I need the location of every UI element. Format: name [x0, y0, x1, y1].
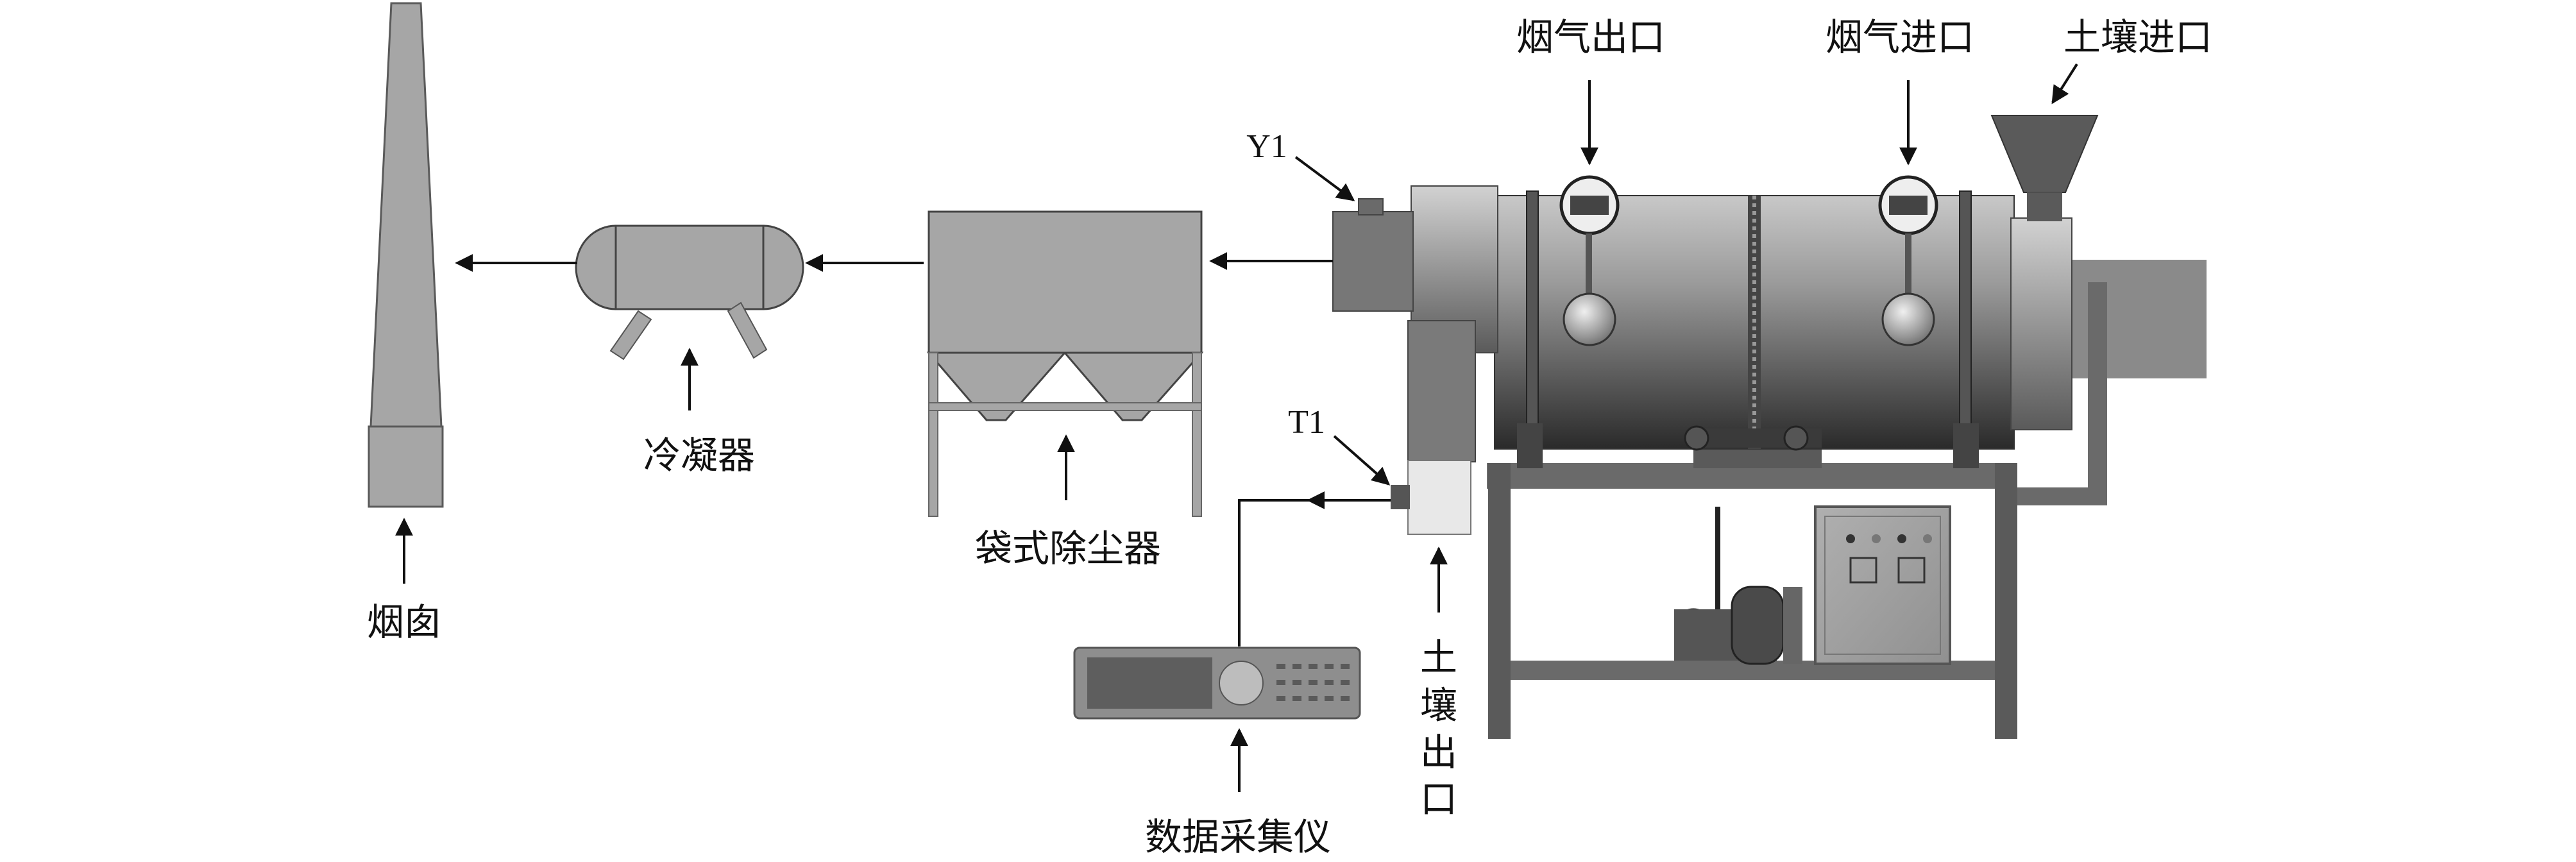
- label-data-logger: 数据采集仪: [1145, 815, 1331, 859]
- label-soil-outlet: 土 壤 出 口: [1420, 636, 1457, 821]
- flow-arrows: [395, 63, 2078, 792]
- label-soil-outlet-char-3: 出: [1420, 731, 1457, 774]
- label-soil-outlet-char-1: 土: [1420, 636, 1457, 679]
- control-cabinet: [1814, 505, 1951, 665]
- label-sensor-t1: T1: [1288, 404, 1325, 441]
- rotary-kiln: [1332, 115, 2207, 739]
- label-chimney: 烟囱: [367, 600, 441, 644]
- bag-filter: [926, 210, 1204, 517]
- arrow-y1: [1294, 156, 1355, 201]
- flue-gas-inlet-port: [1878, 175, 1938, 346]
- label-condenser: 冷凝器: [643, 434, 755, 477]
- flue-gas-outlet-port: [1559, 175, 1620, 346]
- label-flue-gas-outlet: 烟气出口: [1516, 15, 1665, 59]
- data-logger: [1073, 646, 1361, 720]
- label-sensor-y1: Y1: [1246, 128, 1287, 165]
- condenser: [575, 224, 804, 360]
- signal-line-t1-to-logger: [1238, 499, 1391, 646]
- label-soil-outlet-char-2: 壤: [1420, 684, 1457, 727]
- label-bag-filter: 袋式除尘器: [975, 527, 1161, 570]
- chimney: [368, 2, 444, 508]
- motor: [1674, 507, 1802, 665]
- label-soil-outlet-char-4: 口: [1420, 777, 1457, 821]
- arrow-t1: [1333, 435, 1391, 486]
- label-flue-gas-inlet: 烟气进口: [1826, 15, 1974, 59]
- label-soil-inlet: 土壤进口: [2063, 15, 2212, 59]
- arrow-soil-inlet: [2051, 63, 2078, 105]
- soil-inlet-hopper: [1990, 115, 2099, 221]
